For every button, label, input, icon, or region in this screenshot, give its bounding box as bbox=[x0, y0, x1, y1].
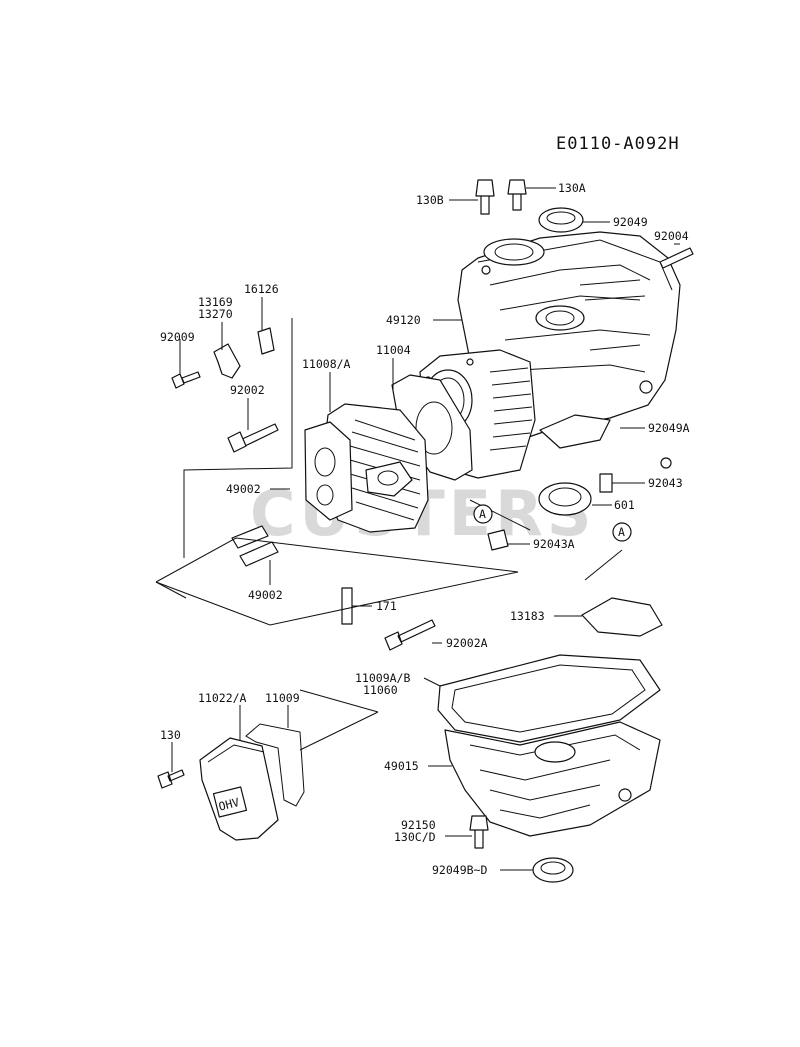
cover-13183-part bbox=[581, 597, 663, 637]
dowel-92043-part bbox=[599, 473, 613, 493]
diagram-code: E0110-A092H bbox=[556, 134, 680, 154]
bearing-601-part bbox=[538, 482, 592, 516]
rocker-gasket-11009-part bbox=[245, 723, 305, 807]
stud-92004-part bbox=[659, 247, 694, 269]
label-49120: 49120 bbox=[386, 313, 421, 327]
label-92002: 92002 bbox=[230, 383, 265, 397]
bracket-13169-part bbox=[213, 343, 241, 379]
label-92049A: 92049A bbox=[648, 421, 690, 435]
svg-text:A: A bbox=[479, 507, 486, 521]
label-92043: 92043 bbox=[648, 476, 683, 490]
label-171: 171 bbox=[376, 599, 397, 613]
bolt-130-part bbox=[157, 769, 185, 789]
label-92002A: 92002A bbox=[446, 636, 488, 650]
oil-pan-49015-part bbox=[444, 721, 661, 837]
bolt-92009-part bbox=[171, 371, 201, 389]
label-92049BD: 92049B~D bbox=[432, 863, 487, 877]
label-49002-lower: 49002 bbox=[248, 588, 283, 602]
callout-marker-a-left: A bbox=[473, 504, 493, 524]
label-130A: 130A bbox=[558, 181, 586, 195]
bolt-92150-part bbox=[469, 815, 489, 849]
guide-49002-lower-part bbox=[239, 541, 279, 567]
bolt-130B-part bbox=[475, 179, 495, 215]
rocker-cover-11022A-part: OHV bbox=[199, 737, 279, 841]
clip-16126-part bbox=[257, 327, 275, 355]
label-601: 601 bbox=[614, 498, 635, 512]
oil-seal-92049-part bbox=[538, 207, 584, 233]
stud-171-part bbox=[341, 587, 353, 625]
label-11008A: 11008/A bbox=[302, 357, 351, 371]
cover-emblem: OHV bbox=[217, 795, 241, 814]
label-11009AB: 11009A/B bbox=[355, 671, 410, 685]
bolt-92002-part bbox=[227, 423, 279, 453]
label-13270: 13270 bbox=[198, 307, 233, 321]
label-16126: 16126 bbox=[244, 282, 279, 296]
dowel-92043A-part bbox=[487, 529, 509, 551]
bolt-130A-part bbox=[507, 179, 527, 211]
label-92004: 92004 bbox=[654, 229, 689, 243]
oil-seal-92049BD-part bbox=[532, 857, 574, 883]
cylinder-head-part bbox=[304, 403, 429, 533]
label-11004: 11004 bbox=[376, 343, 411, 357]
guide-49002-upper-part bbox=[231, 525, 269, 549]
label-11009: 11009 bbox=[265, 691, 300, 705]
label-92049: 92049 bbox=[613, 215, 648, 229]
label-49002-upper: 49002 bbox=[226, 482, 261, 496]
label-130B: 130B bbox=[416, 193, 444, 207]
label-13183: 13183 bbox=[510, 609, 545, 623]
callout-marker-a-right: A bbox=[612, 522, 632, 542]
part-labels: 130B 130A 92049 92004 16126 13169 13270 … bbox=[160, 181, 690, 877]
label-92009: 92009 bbox=[160, 330, 195, 344]
plug-92049A-part bbox=[660, 457, 672, 469]
label-92043A: 92043A bbox=[533, 537, 575, 551]
bolt-92002A-part bbox=[384, 619, 436, 651]
label-92150: 92150 bbox=[401, 818, 436, 832]
leader-lines bbox=[171, 187, 680, 871]
label-130CD: 130C/D bbox=[394, 830, 436, 844]
label-49015: 49015 bbox=[384, 759, 419, 773]
label-130: 130 bbox=[160, 728, 181, 742]
label-11022A: 11022/A bbox=[198, 691, 247, 705]
gasket-11009AB-part bbox=[437, 654, 661, 743]
label-13169: 13169 bbox=[198, 295, 233, 309]
svg-text:A: A bbox=[618, 525, 625, 539]
label-11060: 11060 bbox=[363, 683, 398, 697]
